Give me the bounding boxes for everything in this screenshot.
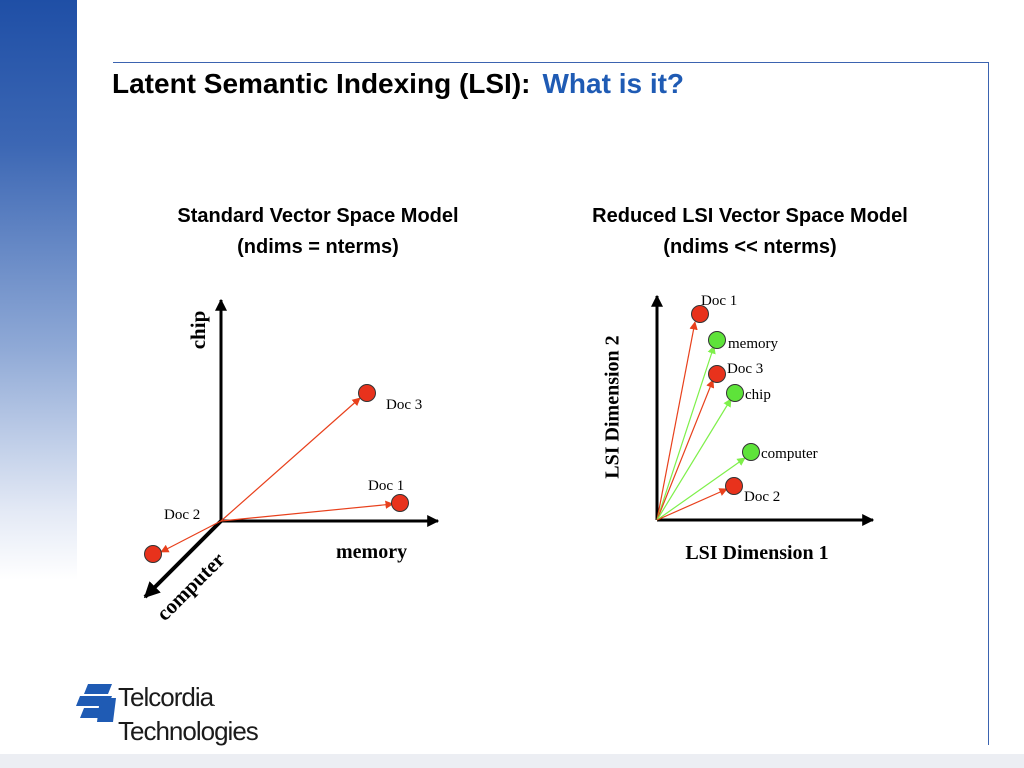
lsi-computer-vector	[656, 457, 746, 521]
lsi-computer-label: computer	[761, 446, 818, 462]
logo-trademark: .	[213, 698, 215, 708]
right-heading-line2: (ndims << nterms)	[663, 236, 837, 258]
lsi-doc1-label: Doc 1	[701, 293, 737, 309]
lsi-doc3-vector	[656, 379, 715, 521]
lsi-doc1-point	[691, 305, 709, 323]
doc2-label: Doc 2	[164, 507, 200, 523]
lsi-doc1-vector	[656, 321, 698, 521]
doc3-label: Doc 3	[386, 397, 422, 413]
sidebar-gradient	[0, 0, 77, 580]
lsi-chip-vector	[656, 398, 732, 521]
doc1-label: Doc 1	[368, 478, 404, 494]
telcordia-logo-icon	[76, 684, 116, 722]
doc1-vector	[220, 500, 394, 522]
right-heading-line1: Reduced LSI Vector Space Model	[592, 205, 908, 227]
right-border-rule	[988, 62, 989, 745]
title-accent: What is it?	[542, 68, 685, 99]
doc2-vector	[160, 520, 222, 553]
left-model-heading: Standard Vector Space Model (ndims = nte…	[128, 201, 508, 263]
lsi-memory-vector	[656, 345, 716, 521]
left-computer-axis	[143, 519, 223, 599]
doc2-point	[144, 545, 162, 563]
lsi-doc2-vector	[656, 488, 728, 521]
doc3-point	[358, 384, 376, 402]
left-diagram: chip memory computer Doc 3 Doc 1 Doc 2	[143, 298, 440, 625]
left-heading-line2: (ndims = nterms)	[237, 236, 399, 258]
left-heading-line1: Standard Vector Space Model	[177, 205, 459, 227]
telcordia-logo-text: Telcordia. Technologies	[118, 682, 259, 746]
lsi-memory-point	[708, 331, 726, 349]
lsi-chip-label: chip	[745, 387, 771, 403]
left-memory-label: memory	[336, 541, 407, 563]
lsi-doc2-label: Doc 2	[744, 489, 780, 505]
lsi-dim1-label: LSI Dimension 1	[685, 542, 828, 564]
right-model-heading: Reduced LSI Vector Space Model (ndims <<…	[540, 201, 960, 263]
left-chip-label: chip	[186, 311, 210, 350]
footer-band	[0, 754, 1024, 768]
logo-line1: Telcordia	[118, 682, 214, 712]
lsi-doc3-point	[708, 365, 726, 383]
lsi-dim2-label: LSI Dimension 2	[602, 335, 624, 478]
lsi-computer-point	[742, 443, 760, 461]
left-computer-label: computer	[151, 547, 229, 625]
doc1-point	[391, 494, 409, 512]
lsi-memory-label: memory	[728, 336, 778, 352]
lsi-doc2-point	[725, 477, 743, 495]
right-diagram: LSI Dimension 2 LSI Dimension 1 Doc 1 me…	[602, 293, 875, 564]
lsi-chip-point	[726, 384, 744, 402]
slide-title: Latent Semantic Indexing (LSI): What is i…	[112, 68, 684, 100]
lsi-doc3-label: Doc 3	[727, 361, 763, 377]
logo-line2: Technologies	[118, 716, 259, 746]
title-main: Latent Semantic Indexing (LSI):	[112, 68, 531, 99]
title-rule	[113, 62, 989, 63]
doc3-vector	[220, 397, 361, 522]
